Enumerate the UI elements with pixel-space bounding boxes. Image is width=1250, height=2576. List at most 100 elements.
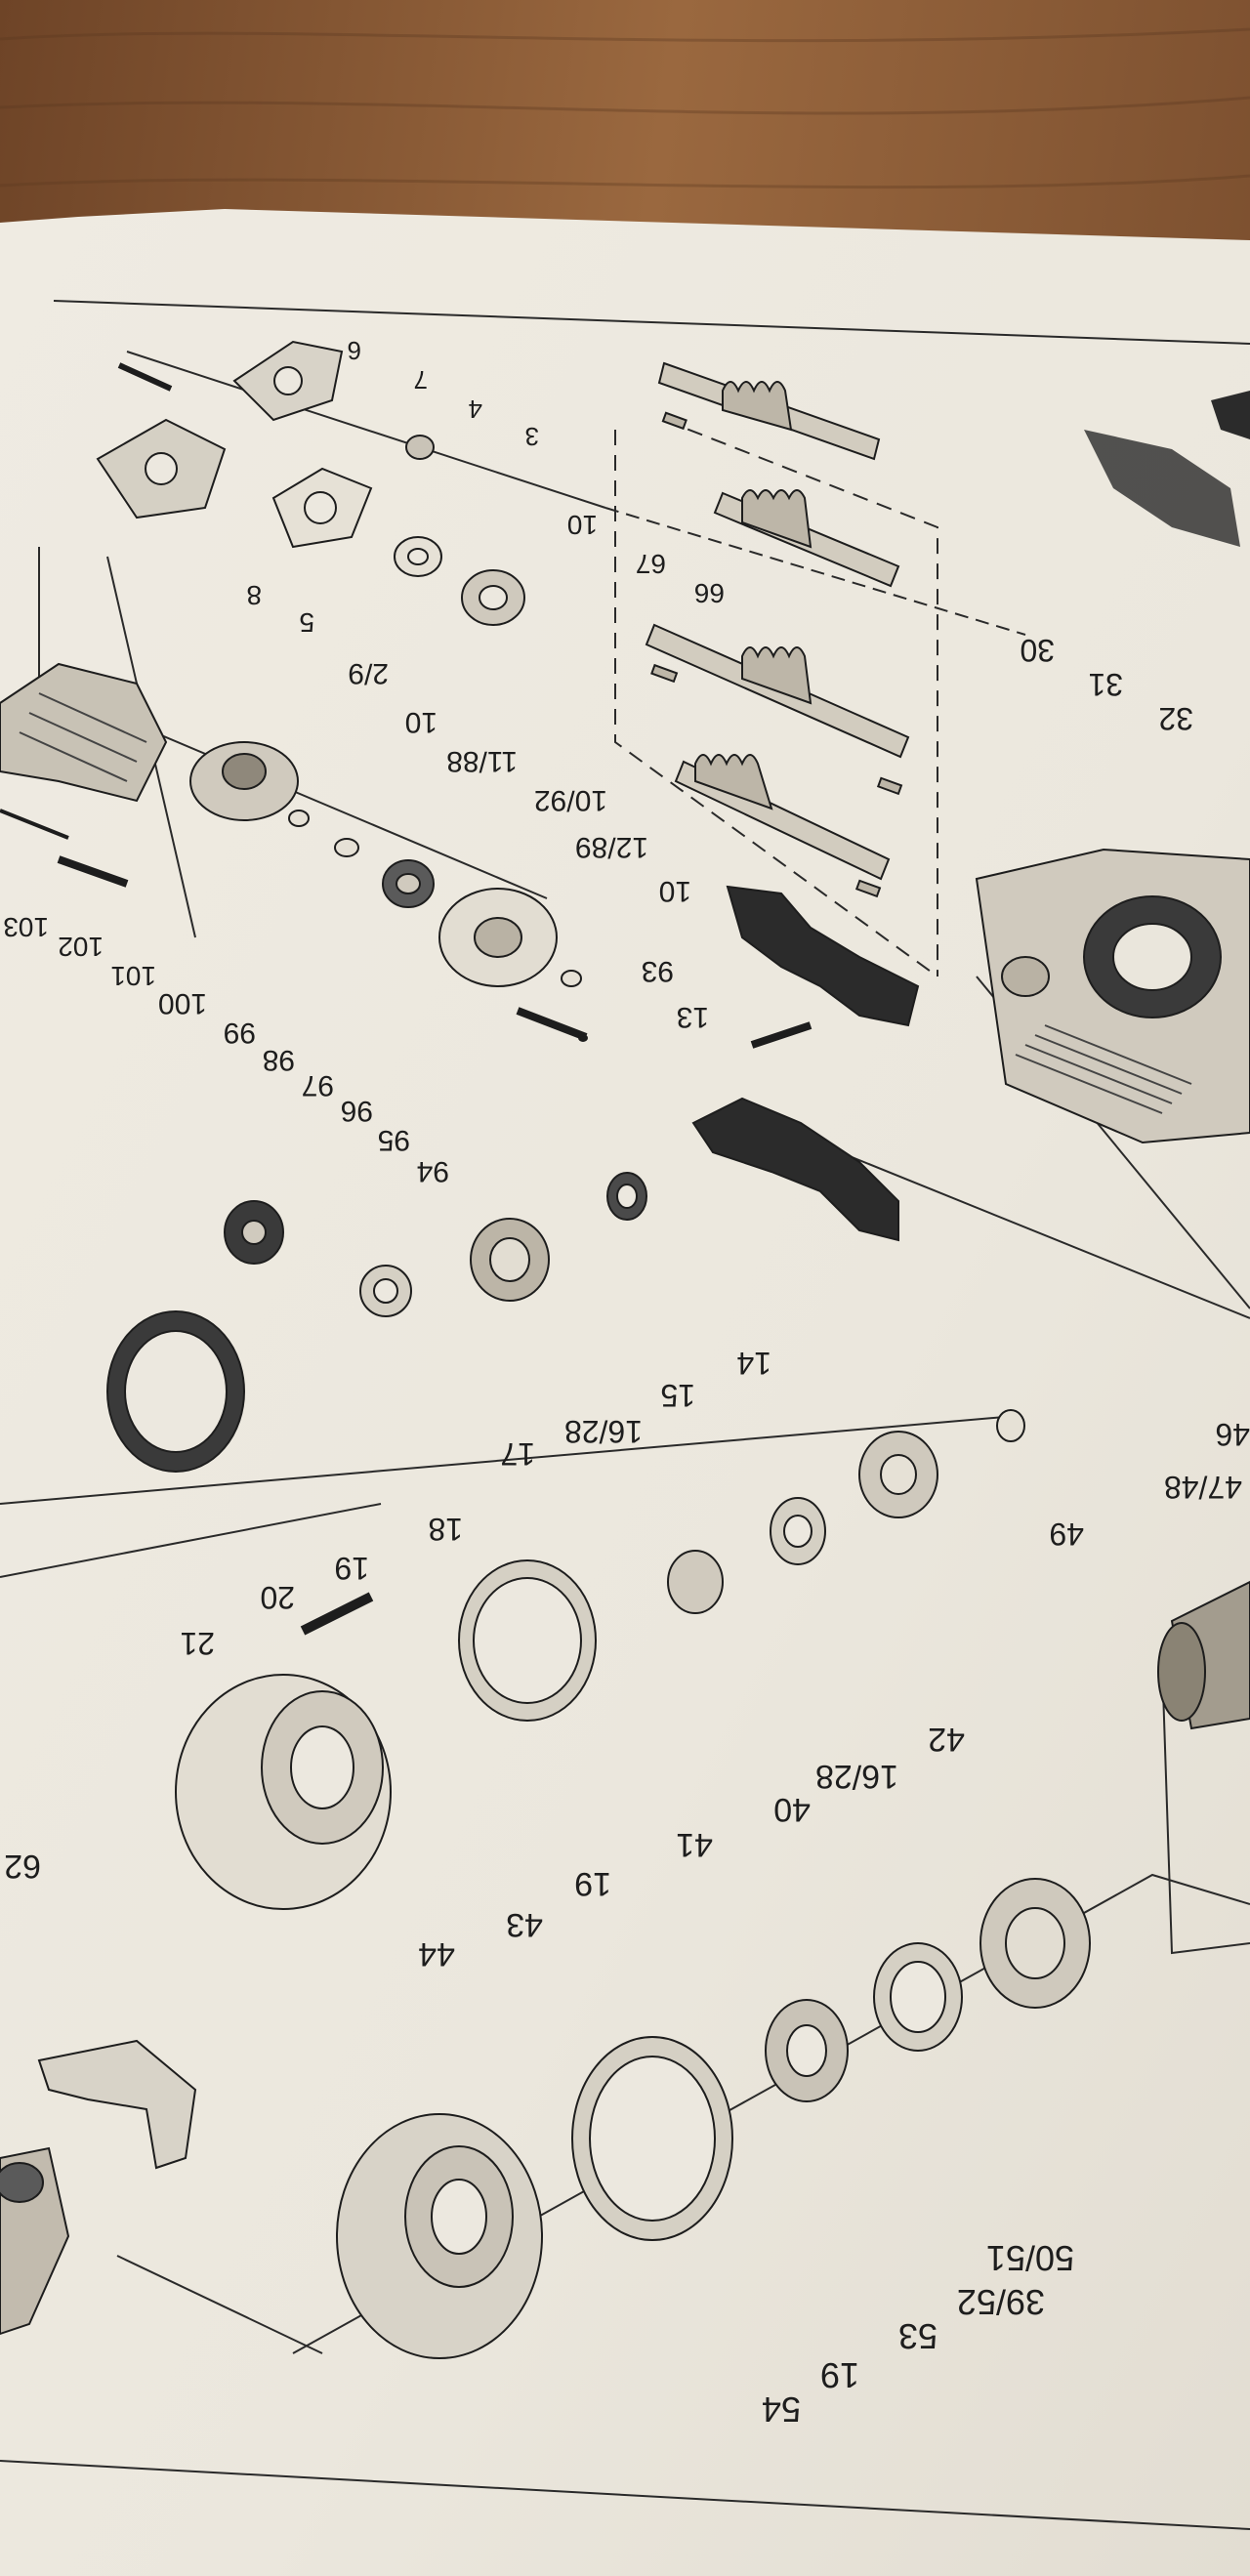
part-label: 93 bbox=[642, 955, 674, 987]
bolt-102 bbox=[57, 855, 129, 888]
washer-39-52-hole bbox=[890, 1961, 946, 2033]
part-label: 16/28 bbox=[564, 1414, 643, 1449]
part-label: 47/48 bbox=[1164, 1470, 1242, 1505]
washer-3-hole bbox=[407, 548, 429, 565]
part-label: 19 bbox=[820, 2355, 859, 2395]
worm-shaft-11-88 bbox=[645, 623, 910, 759]
part-labels: 6 7 4 3 10 67 66 30 31 32 8 5 2/9 10 11/… bbox=[3, 336, 1250, 2430]
part-label: 4 bbox=[469, 395, 482, 424]
nut-4 bbox=[405, 435, 435, 460]
motor-end-cover-101 bbox=[0, 662, 168, 803]
part-label: 30 bbox=[1020, 633, 1055, 668]
part-label: 10/92 bbox=[534, 784, 607, 816]
part-label: 62 bbox=[4, 1848, 41, 1885]
part-label: 53 bbox=[898, 2316, 938, 2356]
part-label: 5 bbox=[299, 607, 314, 638]
pin-94 bbox=[578, 1034, 588, 1042]
part-label: 13 bbox=[677, 1001, 709, 1033]
bracket-13 bbox=[726, 885, 920, 1027]
ring-42 bbox=[996, 1409, 1025, 1442]
seal-18 bbox=[224, 1200, 284, 1265]
part-label: 11/88 bbox=[446, 745, 518, 777]
gearbox-housing bbox=[975, 848, 1250, 1144]
output-shaft-47-48 bbox=[1157, 1580, 1250, 1730]
part-label: 39/52 bbox=[957, 2282, 1045, 2322]
washer-17-hole bbox=[373, 1278, 398, 1304]
part-label: 17 bbox=[500, 1436, 535, 1472]
part-label: 54 bbox=[762, 2389, 801, 2430]
bearing-16-28-a bbox=[470, 1218, 550, 1302]
part-label: 102 bbox=[58, 932, 104, 962]
part-label: 41 bbox=[676, 1826, 713, 1863]
part-label: 94 bbox=[417, 1155, 449, 1187]
washer-99 bbox=[288, 810, 310, 827]
worm-shaft-66 bbox=[713, 489, 900, 588]
part-label: 16/28 bbox=[815, 1758, 898, 1795]
gasket-19-c bbox=[571, 2036, 733, 2241]
ring-15-hole bbox=[616, 1184, 638, 1209]
part-label: 50/51 bbox=[986, 2238, 1074, 2278]
part-label: 32 bbox=[1158, 701, 1193, 736]
part-label: 40 bbox=[773, 1791, 811, 1828]
part-label: 14 bbox=[736, 1346, 771, 1381]
flange-plate-9 bbox=[232, 340, 344, 422]
part-label: 3 bbox=[525, 422, 539, 451]
part-label: 99 bbox=[224, 1017, 256, 1049]
part-label: 20 bbox=[260, 1580, 295, 1615]
part-label: 43 bbox=[506, 1906, 543, 1943]
part-label: 95 bbox=[378, 1124, 410, 1156]
part-label: 31 bbox=[1088, 667, 1123, 702]
part-label: 49 bbox=[1049, 1517, 1084, 1552]
gasket-5 bbox=[271, 467, 373, 549]
part-label: 97 bbox=[302, 1069, 334, 1101]
gasket-19-b bbox=[458, 1559, 597, 1722]
gear-97 bbox=[382, 859, 435, 908]
part-label: 101 bbox=[110, 961, 156, 991]
bearing-2-9 bbox=[461, 569, 525, 626]
spacer-41 bbox=[667, 1550, 724, 1614]
shaft-bottom-left bbox=[0, 2146, 70, 2336]
washer-40-hole bbox=[783, 1515, 812, 1548]
bearing-50-51 bbox=[979, 1878, 1091, 2009]
part-label: 98 bbox=[263, 1044, 295, 1076]
bolt-103 bbox=[0, 809, 69, 840]
part-label: 18 bbox=[428, 1512, 463, 1547]
part-label: 7 bbox=[414, 365, 428, 395]
bracket-62 bbox=[37, 2039, 197, 2170]
flange-44 bbox=[175, 1674, 392, 1910]
part-label: 100 bbox=[158, 987, 207, 1019]
wood-grain bbox=[0, 27, 1250, 189]
part-label: 96 bbox=[341, 1095, 373, 1127]
flange-96 bbox=[438, 888, 558, 987]
bolt-95 bbox=[516, 1007, 588, 1041]
bearing-16-28-b bbox=[858, 1431, 938, 1518]
stud-43 bbox=[300, 1592, 374, 1636]
stud-13 bbox=[750, 1021, 812, 1049]
part-label: 15 bbox=[660, 1378, 695, 1413]
gasket-19-a bbox=[106, 1310, 245, 1473]
part-label: 46 bbox=[1215, 1417, 1250, 1452]
parts bbox=[0, 340, 1250, 2359]
flange-54 bbox=[336, 2113, 543, 2359]
part-label: 19 bbox=[574, 1865, 611, 1902]
dark-parts-30-32 bbox=[1084, 391, 1250, 547]
part-label: 103 bbox=[3, 912, 49, 942]
flange-plate-8 bbox=[96, 418, 227, 519]
part-label: 2/9 bbox=[348, 657, 389, 689]
part-label: 12/89 bbox=[575, 831, 648, 863]
part-label: 66 bbox=[694, 578, 725, 608]
rotor-disc-100 bbox=[189, 741, 299, 821]
part-label: 8 bbox=[246, 580, 262, 610]
bolt-top bbox=[117, 362, 173, 392]
part-label: 42 bbox=[928, 1721, 965, 1758]
washer-93 bbox=[561, 970, 582, 987]
part-label: 10 bbox=[659, 875, 691, 907]
worm-shaft-67 bbox=[657, 361, 881, 461]
part-label: 10 bbox=[405, 706, 438, 738]
worm-shaft-12-89 bbox=[674, 754, 891, 881]
seal-53 bbox=[765, 1999, 849, 2102]
bracket-14 bbox=[691, 1097, 899, 1242]
part-label: 6 bbox=[348, 336, 361, 365]
part-label: 44 bbox=[418, 1935, 455, 1973]
